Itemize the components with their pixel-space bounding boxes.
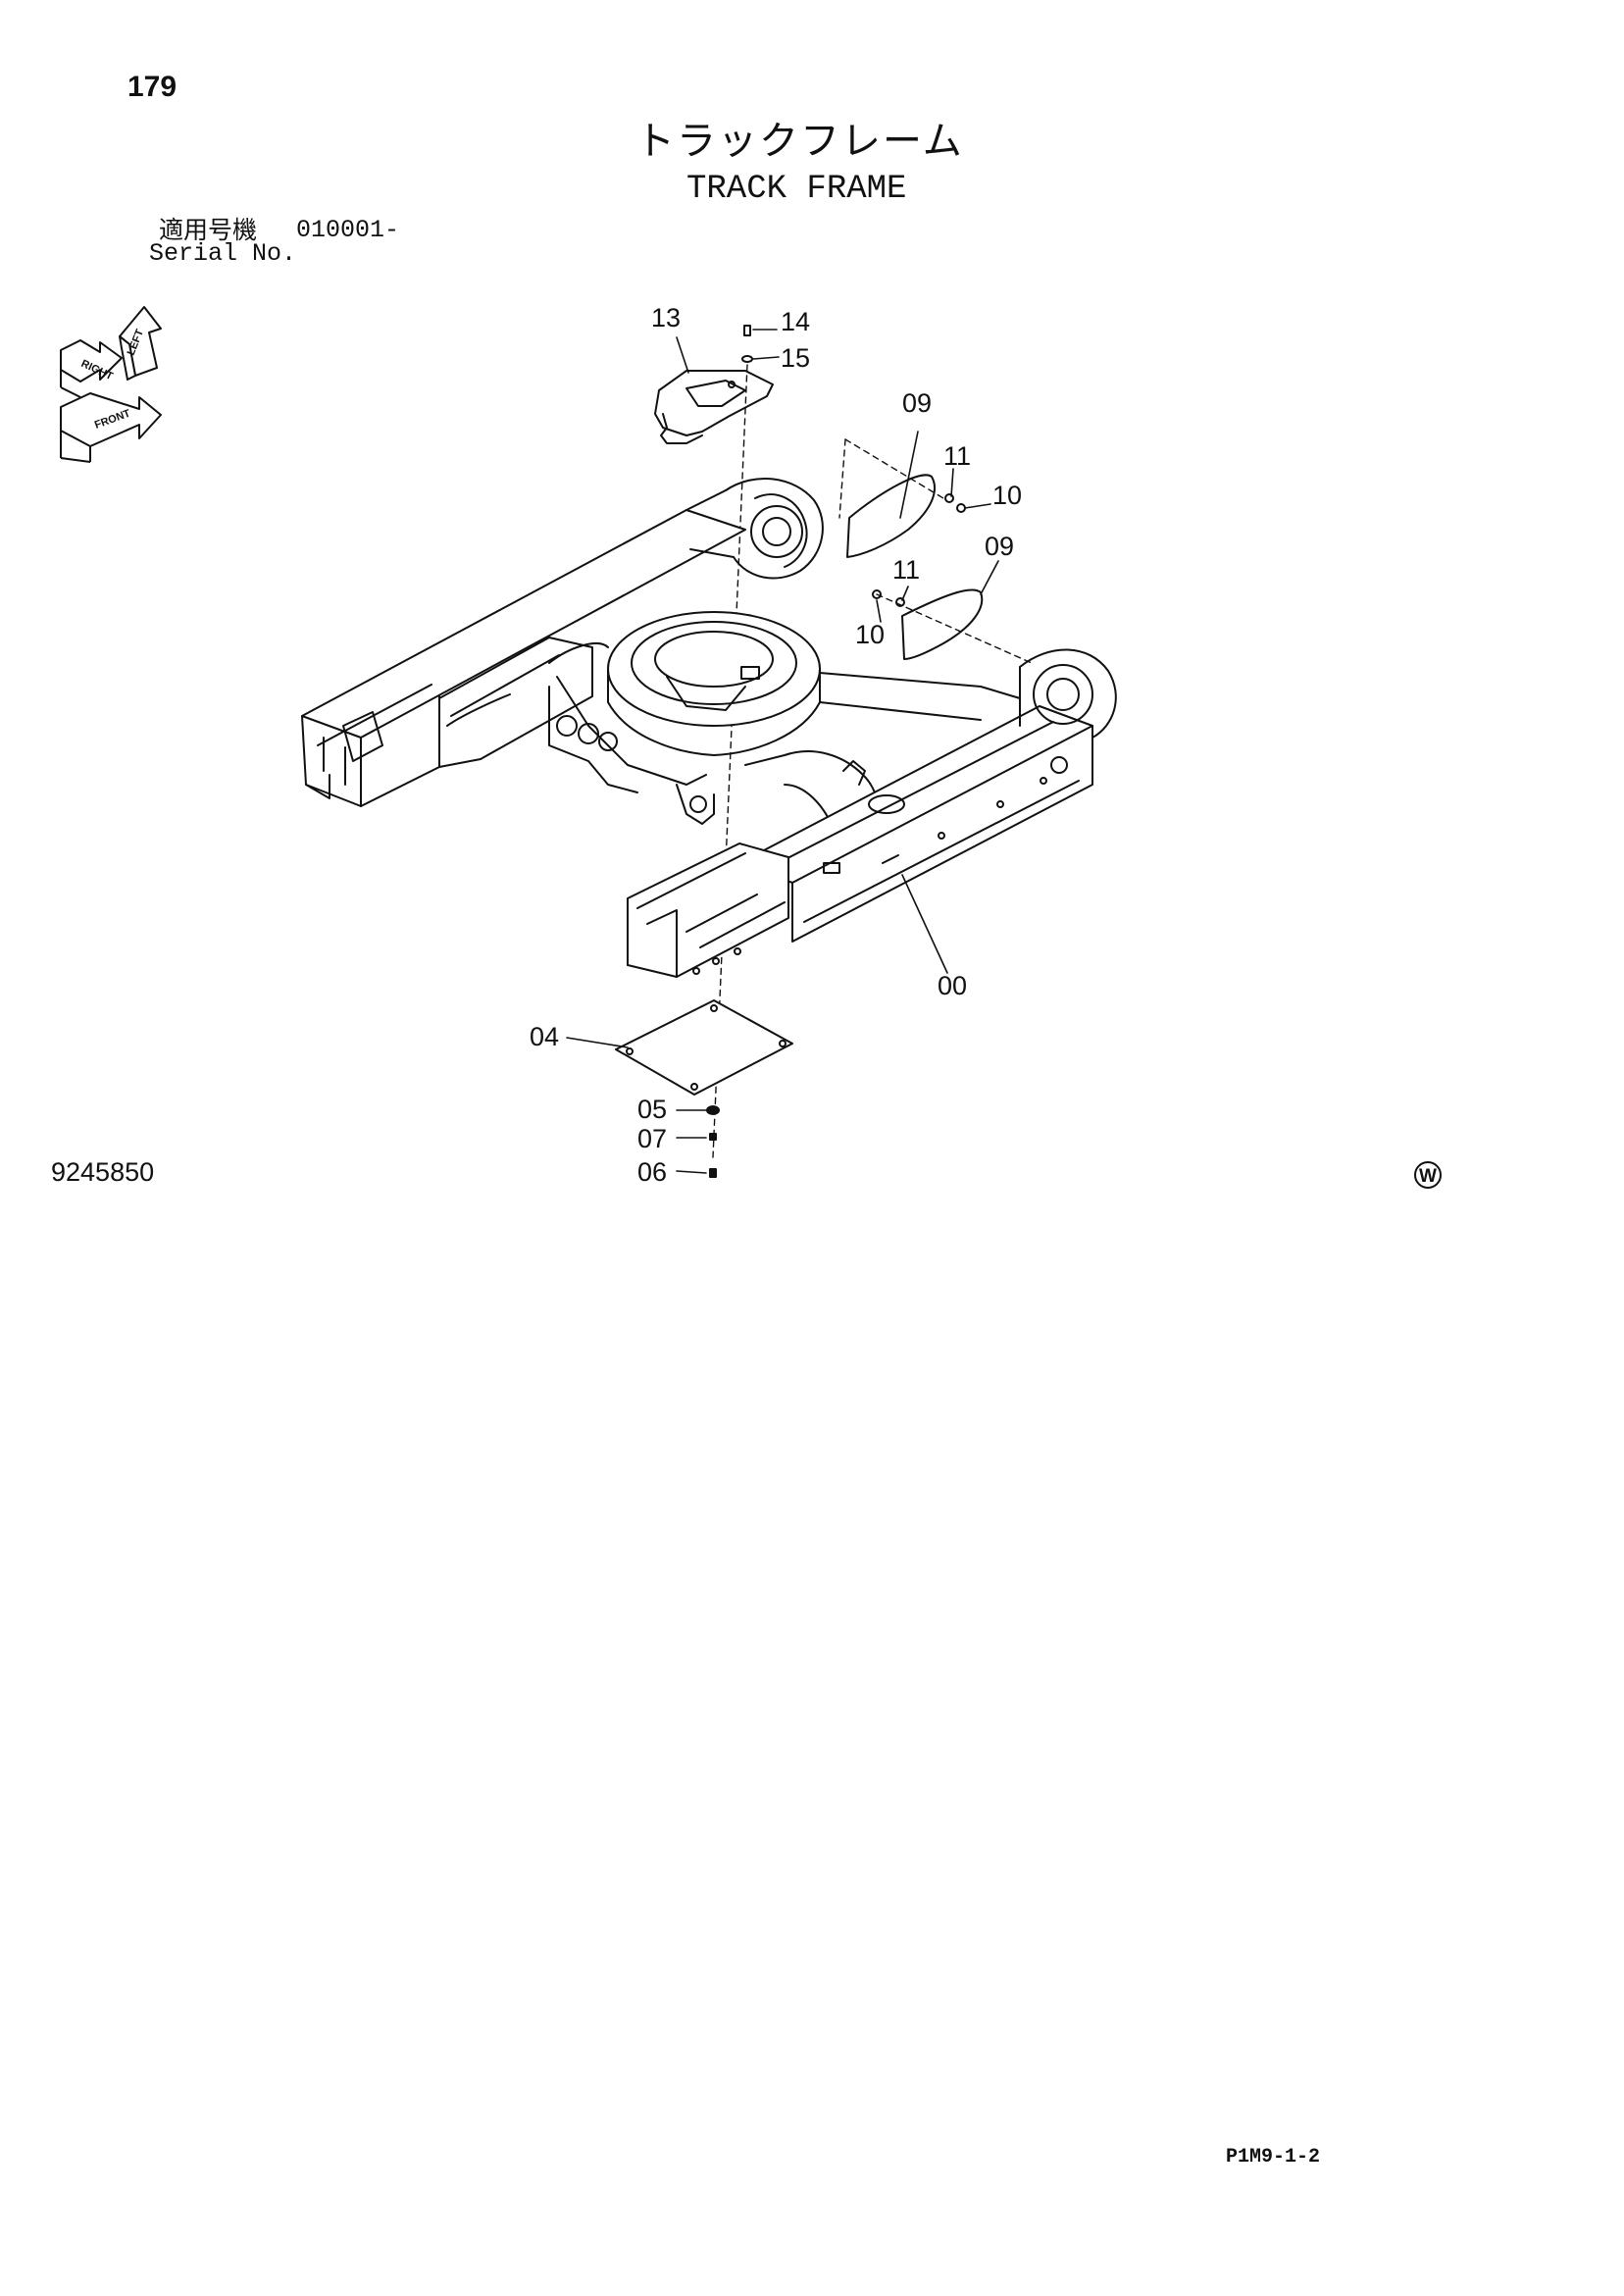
callout-14: 14: [781, 307, 810, 336]
callout-09-lower: 09: [985, 532, 1014, 561]
sheet-code: P1M9-1-2: [1226, 2146, 1321, 2168]
w-mark-icon: W: [1414, 1161, 1442, 1189]
title-english: TRACK FRAME: [686, 171, 907, 208]
serial-label-english: Serial No.: [149, 239, 297, 268]
part-14-15-bolt: [741, 325, 753, 363]
callout-07: 07: [637, 1124, 667, 1153]
callout-05: 05: [637, 1095, 667, 1124]
part-13-cover: [654, 370, 774, 444]
callout-10-lower: 10: [855, 620, 885, 649]
callout-13: 13: [651, 303, 681, 332]
callout-11-lower: 11: [892, 555, 920, 585]
leader-lines: [566, 329, 999, 1174]
callout-04: 04: [530, 1022, 559, 1051]
callout-06: 06: [637, 1157, 667, 1187]
part-00-track-frame: [301, 478, 1117, 978]
figure-number: 9245850: [51, 1157, 155, 1187]
part-09-upper-cover: [838, 438, 966, 558]
callout-09-upper: 09: [902, 388, 932, 418]
callout-15: 15: [781, 343, 810, 373]
part-04-under-cover: [615, 999, 793, 1096]
part-05-07-06-fasteners: [706, 1105, 720, 1178]
page-number: 179: [127, 71, 178, 103]
callout-11-upper: 11: [943, 441, 971, 471]
callout-00: 00: [938, 971, 967, 1000]
callout-10-upper: 10: [992, 481, 1022, 510]
title-japanese: トラックフレーム: [635, 119, 964, 164]
serial-label-japanese: 適用号機: [159, 216, 258, 244]
part-09-lower-cover: [872, 588, 1033, 664]
serial-number-value: 010001-: [296, 216, 400, 244]
orientation-compass-icon: LEFT RIGHT FRONT: [60, 306, 162, 463]
